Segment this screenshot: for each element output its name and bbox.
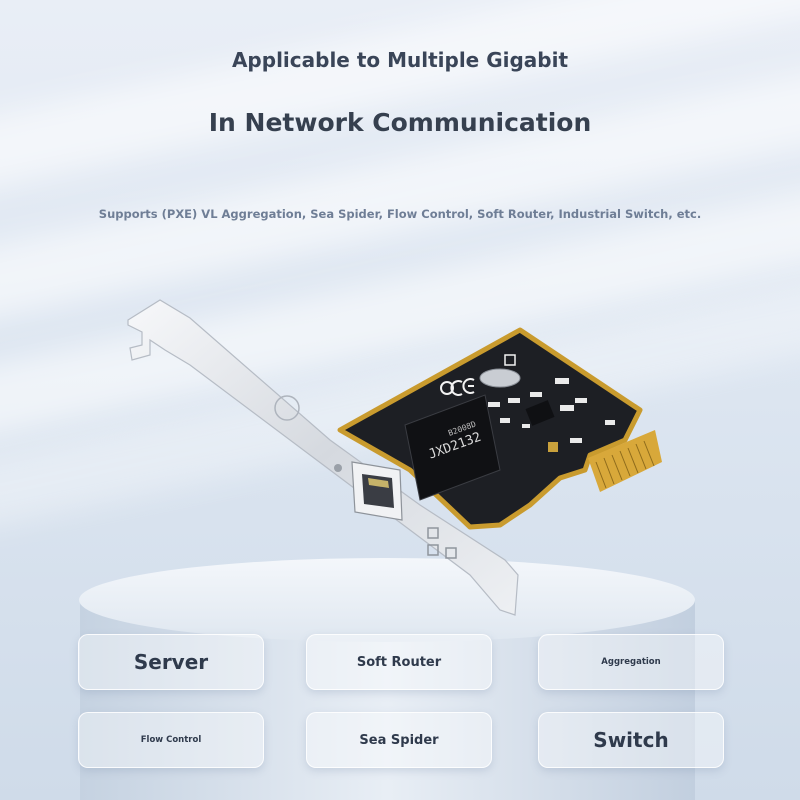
led-indicators bbox=[427, 527, 457, 559]
application-flow-control: Flow Control bbox=[78, 712, 264, 768]
controller-chip bbox=[525, 400, 555, 426]
application-switch: Switch bbox=[538, 712, 724, 768]
application-label: Server bbox=[133, 650, 209, 674]
headline-line-2: In Network Communication bbox=[208, 108, 592, 137]
magnetics-module: JXD2132 B2008D bbox=[404, 394, 501, 501]
application-label: Soft Router bbox=[356, 654, 442, 670]
network-card: JXD2132 B2008D bbox=[127, 299, 662, 616]
application-server: Server bbox=[78, 634, 264, 690]
application-soft-router: Soft Router bbox=[306, 634, 492, 690]
rj45-port bbox=[351, 461, 403, 521]
headline-line-1: Applicable to Multiple Gigabit bbox=[231, 48, 569, 72]
application-sea-spider: Sea Spider bbox=[306, 712, 492, 768]
application-label: Switch bbox=[593, 728, 669, 752]
application-label: Flow Control bbox=[140, 735, 202, 745]
gold-fingers bbox=[588, 430, 662, 492]
brand-logo-emblem bbox=[274, 395, 300, 421]
application-label: Sea Spider bbox=[359, 732, 439, 748]
bracket-screw-hole bbox=[334, 464, 342, 472]
smd-components bbox=[488, 378, 615, 452]
application-aggregation: Aggregation bbox=[538, 634, 724, 690]
pci-bracket bbox=[127, 299, 519, 616]
application-label: Aggregation bbox=[601, 657, 661, 667]
crystal-oscillator bbox=[479, 368, 521, 388]
podium bbox=[79, 558, 695, 800]
certification-marks bbox=[440, 354, 516, 396]
subheading: Supports (PXE) VL Aggregation, Sea Spide… bbox=[98, 207, 702, 221]
